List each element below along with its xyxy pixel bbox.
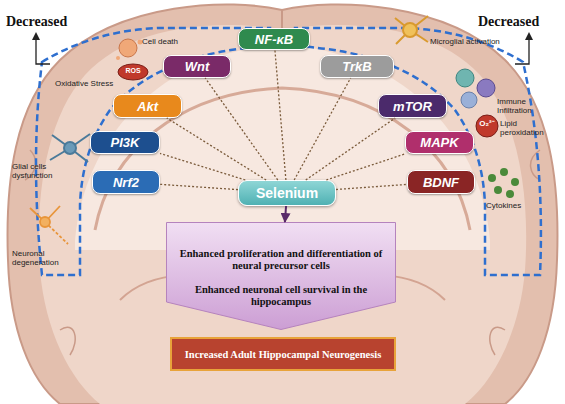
pathway-box: Nrf2	[92, 170, 160, 194]
outcome-text: Enhanced proliferation and differentiati…	[174, 248, 388, 272]
dotted-connector	[275, 50, 286, 180]
pathway-box: BDNF	[407, 170, 475, 194]
cell-icon	[119, 39, 137, 57]
text-label: O₂²⁻	[474, 120, 500, 129]
node-label: NF-κB	[255, 32, 293, 47]
dotted-connector	[167, 118, 266, 180]
pathway-box: NF-κB	[238, 28, 310, 50]
node-label: Selenium	[256, 185, 318, 201]
brain-outline	[8, 5, 558, 404]
arrow-head	[32, 32, 40, 40]
arrow-outline	[166, 222, 396, 330]
corpus-callosum	[95, 88, 470, 230]
dotted-connector	[326, 154, 405, 180]
pathway-box: MAPK	[405, 131, 474, 154]
cytokine-dot	[506, 190, 514, 198]
text-label: Neuronal degeneration	[12, 250, 72, 268]
node-label: Wnt	[185, 59, 210, 74]
inner-region	[75, 45, 490, 250]
text-label: Decreased	[6, 14, 90, 29]
brain-cortex	[39, 25, 526, 404]
arrow-head	[525, 32, 533, 40]
dotted-connector	[306, 118, 395, 180]
node-label: MAPK	[420, 135, 458, 150]
bracket-arrow	[36, 38, 50, 64]
node-label: BDNF	[423, 175, 459, 190]
cytokine-dot	[511, 178, 519, 186]
result-box: Increased Adult Hippocampal Neurogenesis	[170, 337, 396, 371]
dotted-connector	[160, 184, 238, 189]
sulcus-lines	[25, 150, 540, 355]
pathway-box: TrkB	[320, 55, 394, 78]
cytokine-dot	[488, 174, 496, 182]
cytokine-dots	[488, 168, 519, 198]
node-label: Nrf2	[113, 175, 139, 190]
bracket-arrow	[515, 38, 529, 64]
node-label: Increased Adult Hippocampal Neurogenesis	[185, 349, 382, 360]
text-label: Glial cells dysfunction	[12, 163, 72, 181]
text-label: ROS	[119, 67, 147, 75]
microglia-icon	[395, 16, 428, 44]
immune-cell	[456, 69, 474, 87]
glial-body	[64, 142, 76, 154]
node-label: mTOR	[393, 99, 432, 114]
dotted-connector	[294, 78, 350, 180]
node-label: Akt	[137, 99, 158, 114]
glial-icon	[50, 134, 90, 162]
pathway-box: PI3K	[90, 131, 160, 154]
text-label: Immune Infiltration	[497, 98, 547, 116]
neuron-icon	[30, 206, 68, 244]
text-label: Cytokines	[486, 202, 541, 211]
mitochondria-icon	[118, 64, 148, 80]
pathway-box: Akt	[113, 94, 182, 118]
node-label: PI3K	[111, 135, 140, 150]
text-label: Cell death	[142, 38, 202, 47]
dotted-connector	[160, 153, 245, 180]
dotted-connector	[336, 184, 407, 189]
pathway-box: mTOR	[378, 94, 447, 118]
pathway-box: Wnt	[163, 55, 231, 78]
flow-arrow	[285, 206, 286, 222]
arrow-shape: Enhanced proliferation and differentiati…	[166, 222, 396, 330]
microglia-body	[403, 23, 417, 37]
cytokine-dot	[494, 186, 502, 194]
cytokine-dot	[500, 168, 508, 176]
arrow-fill	[167, 223, 396, 330]
dotted-connector	[205, 78, 278, 180]
cell-fragment	[138, 40, 143, 45]
text-label: Lipid peroxidation	[500, 120, 550, 138]
immune-cell	[461, 92, 477, 108]
immune-cell	[477, 79, 495, 97]
text-label: Decreased	[478, 14, 562, 29]
cell-fragment	[116, 56, 120, 60]
center-box: Selenium	[238, 180, 336, 206]
neuron-body	[40, 217, 50, 227]
text-label: Microglial activation	[430, 38, 520, 47]
text-label: Oxidative Stress	[55, 80, 135, 89]
outcome-text: Enhanced neuronal cell survival in the h…	[186, 284, 376, 308]
node-label: TrkB	[342, 59, 371, 74]
